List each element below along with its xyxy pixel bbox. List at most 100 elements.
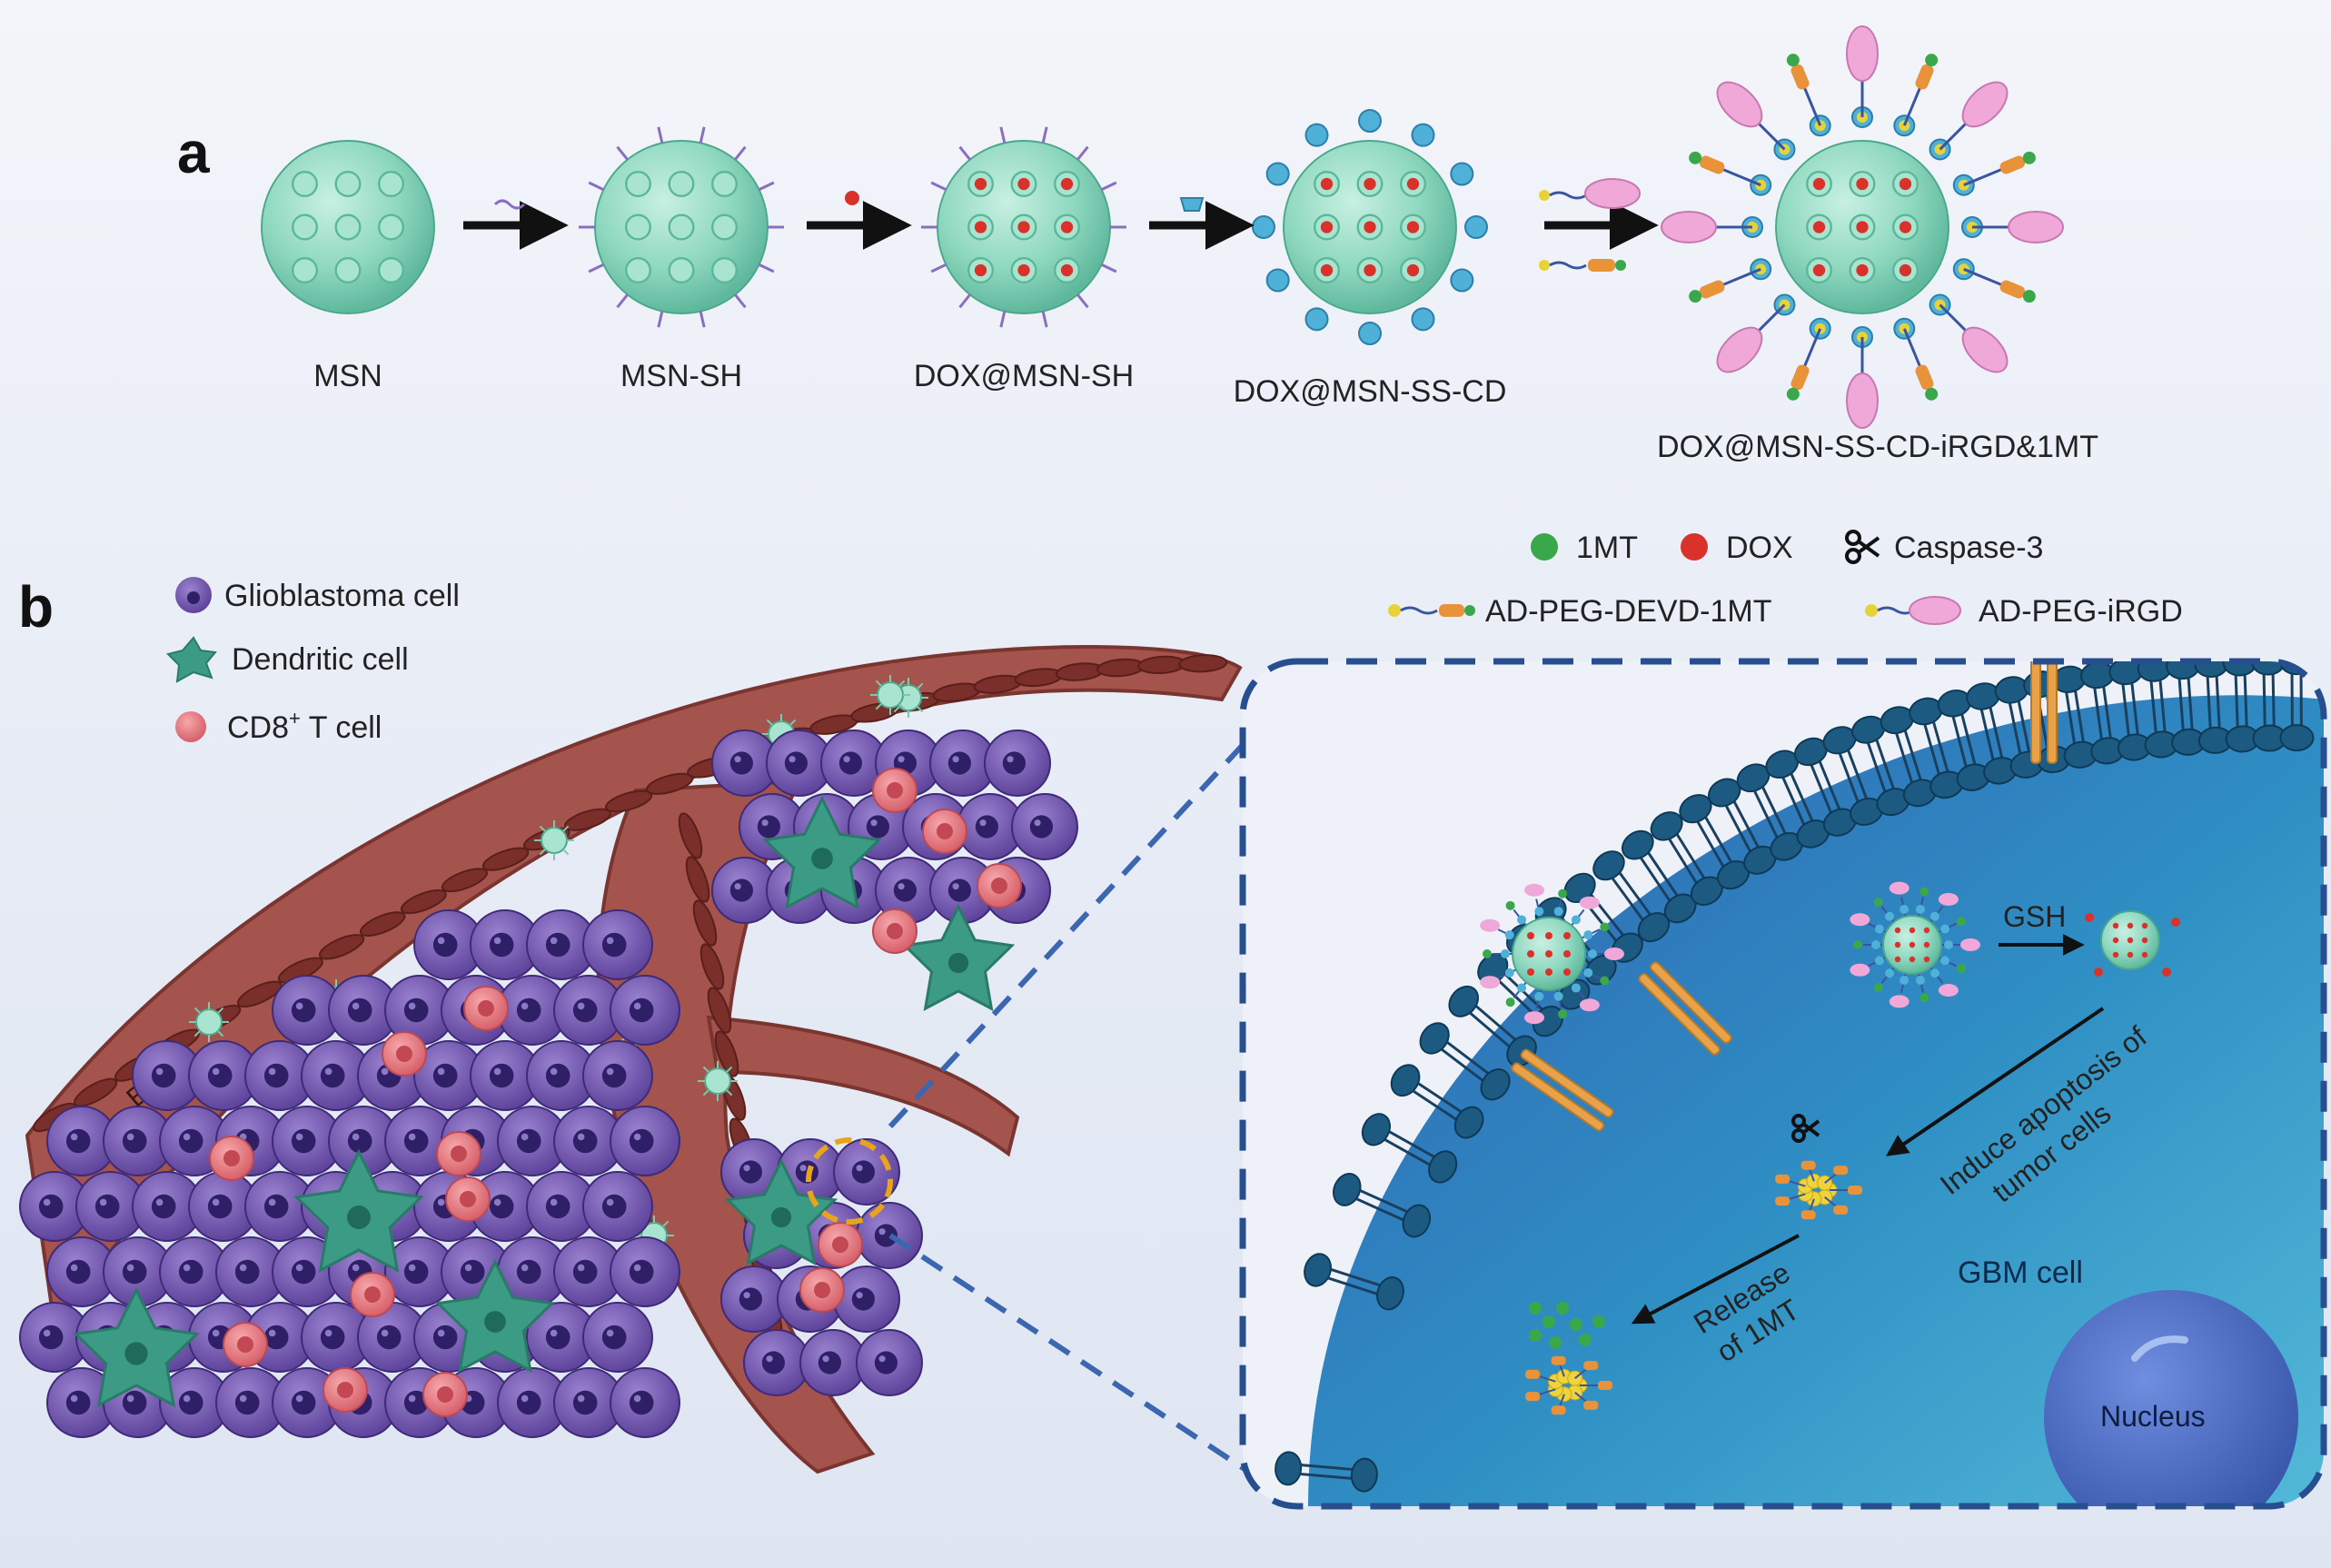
legend-1mt-label: 1MT	[1576, 531, 1638, 565]
glioblastoma-cell	[272, 1106, 342, 1176]
glioblastoma-cell	[582, 909, 653, 980]
nanoparticle	[579, 126, 784, 328]
lipid	[1880, 706, 1938, 808]
cd8-t-cell	[799, 1267, 845, 1313]
released-dox	[2171, 918, 2180, 927]
panel-label-a: a	[177, 120, 210, 185]
cd8-t-cell	[322, 1367, 368, 1413]
lipid	[1390, 1064, 1484, 1139]
legend-dox-label: DOX	[1726, 531, 1793, 565]
glioblastoma-cell	[384, 1236, 455, 1307]
free-1mt	[1549, 1336, 1562, 1349]
glioblastoma-cell	[526, 1171, 597, 1242]
free-1mt	[1556, 1302, 1569, 1315]
fragment-cluster	[1525, 1355, 1612, 1415]
inset-nanoparticles	[1480, 881, 2180, 1025]
cd8-t-cell	[872, 768, 918, 813]
caspase-scissors-icon	[1791, 1114, 1820, 1143]
lipid	[1419, 1022, 1511, 1101]
scissors-icon	[1845, 530, 1880, 564]
mt-legend-icon	[1531, 533, 1558, 561]
glioblastoma-cell	[984, 729, 1051, 797]
glioblastoma-cell	[244, 1171, 315, 1242]
glioblastoma-cell	[553, 1367, 624, 1438]
glioblastoma-cell	[46, 1106, 117, 1176]
circulating-nanoparticle	[534, 820, 574, 860]
glioblastoma-cell	[413, 909, 484, 980]
cd8-t-cell	[223, 1322, 268, 1367]
apoptosis-arrow	[1886, 1007, 2105, 1156]
free-1mt	[1529, 1302, 1542, 1315]
molecule-legend: 1MT DOX Caspase-3 AD-PEG-DEVD-1MT AD-PEG…	[1388, 530, 2183, 629]
cd8-t-cell	[463, 986, 509, 1031]
glioblastoma-cell	[820, 729, 888, 797]
free-1mt	[1542, 1315, 1555, 1328]
integrin-receptor	[1511, 1048, 1614, 1132]
circulating-nanoparticle	[870, 675, 910, 715]
legend-caspase-label: Caspase-3	[1894, 531, 2043, 565]
inset-nanoparticle	[2100, 910, 2160, 970]
inset-nanoparticle	[1480, 883, 1624, 1025]
lipid	[2166, 661, 2207, 756]
synthesis-particles	[261, 25, 2064, 429]
glioblastoma-cell	[553, 975, 624, 1046]
integrin-receptor	[1638, 961, 1732, 1056]
glioblastoma-cell	[384, 975, 455, 1046]
glioblastoma-cell	[766, 729, 833, 797]
cell-membrane	[1275, 661, 2315, 1493]
glioblastoma-cell	[553, 1106, 624, 1176]
release-arrow	[1631, 1234, 1800, 1325]
nucleus-label: Nucleus	[2100, 1400, 2206, 1433]
ad-peg-devd-legend-icon	[1388, 604, 1475, 617]
stage-label-dox-msn-ss-cd: DOX@MSN-SS-CD	[1234, 374, 1507, 409]
lipid	[1477, 953, 1564, 1037]
glioblastoma-cell	[582, 1171, 653, 1242]
lipid	[1621, 829, 1697, 924]
cd8-t-cell	[436, 1131, 481, 1176]
glioblastoma-cell	[711, 729, 779, 797]
dendritic-legend-icon	[166, 636, 217, 683]
cd8-t-cell	[350, 1272, 395, 1317]
glioblastoma-cell	[711, 857, 779, 924]
nanoparticle	[1252, 109, 1488, 345]
legend-glioblastoma-label: Glioblastoma cell	[224, 579, 460, 613]
glioblastoma-cell	[582, 1302, 653, 1373]
glioblastoma-cell	[46, 1367, 117, 1438]
fragment-cluster	[1775, 1160, 1862, 1220]
inset-nanoparticle	[1850, 881, 1980, 1008]
lipid	[1304, 1253, 1404, 1311]
cd8-t-cell	[872, 908, 918, 954]
glioblastoma-cell	[610, 975, 680, 1046]
circulating-nanoparticle	[698, 1061, 738, 1101]
nucleus	[2044, 1290, 2298, 1506]
glioblastoma-cell	[159, 1367, 230, 1438]
zoom-highlight-circle	[806, 1137, 893, 1225]
glioblastoma-cell	[610, 1236, 680, 1307]
lipid	[1650, 811, 1723, 906]
released-dox	[2085, 913, 2094, 922]
released-dox	[2162, 968, 2171, 977]
glioblastoma-cell	[526, 1040, 597, 1111]
nanoparticle	[1661, 25, 2064, 429]
inset-dashed-border	[1239, 658, 2327, 1510]
tcell-legend-icon	[175, 711, 206, 742]
gbm-cell-label: GBM cell	[1958, 1255, 2083, 1290]
glioblastoma-cell	[582, 1040, 653, 1111]
glioblastoma-cell	[526, 909, 597, 980]
cd8-t-cell	[445, 1176, 491, 1222]
cd8-t-cell	[818, 1222, 863, 1267]
brain-tissue: BBB	[19, 645, 1243, 1474]
cd8-t-cell	[977, 863, 1022, 908]
cd8-t-cell	[422, 1372, 468, 1417]
stage-label-dox-msn-sh: DOX@MSN-SH	[914, 359, 1134, 393]
free-1mt	[1592, 1315, 1605, 1328]
glioblastoma-cell	[929, 729, 997, 797]
cd8-t-cell	[382, 1031, 427, 1077]
cd8-t-cell	[209, 1136, 254, 1181]
cleaved-peptide-fragments	[1525, 1160, 1862, 1415]
released-dox	[2094, 968, 2103, 977]
glioblastoma-cell	[272, 975, 342, 1046]
lipid	[1708, 778, 1777, 875]
